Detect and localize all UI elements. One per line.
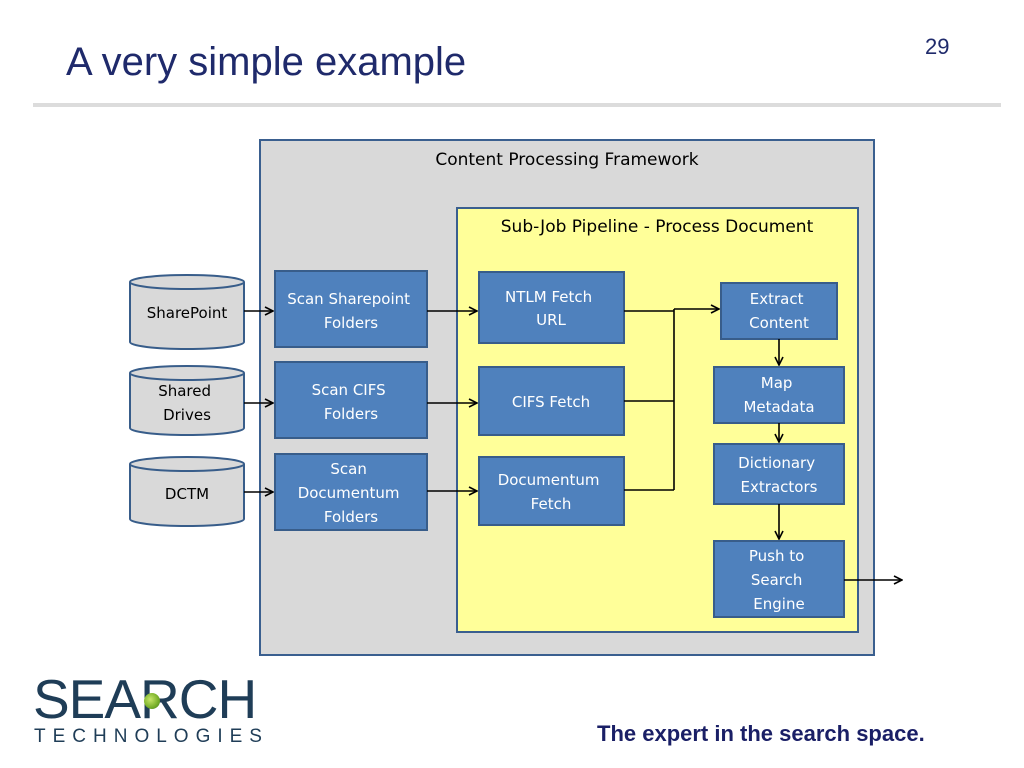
logo-subtitle: TECHNOLOGIES: [34, 726, 269, 747]
slide-title: A very simple example: [66, 40, 467, 84]
svg-text:Map Metadata: Map Metadata: [743, 374, 814, 416]
dictionary-extractors-box: Dictionary Extractors: [713, 443, 845, 505]
svg-text:Scan Sharepoint Folders: Scan Sharepoint Folders: [287, 290, 415, 332]
source-label: DCTM: [165, 485, 209, 503]
scan-documentum-box: Scan Documentum Folders: [274, 453, 428, 531]
svg-text:Extract Content: Extract Content: [749, 290, 809, 332]
scan-cifs-box: Scan CIFS Folders: [274, 361, 428, 439]
svg-text:NTLM Fetch URL: NTLM Fetch URL: [505, 288, 597, 329]
source-label: Shared Drives: [158, 382, 216, 424]
svg-text:Documentum Fetch: Documentum Fetch: [498, 471, 605, 513]
source-dctm: DCTM: [129, 456, 245, 527]
svg-text:Scan CIFS Folders: Scan CIFS Folders: [312, 381, 391, 423]
logo-dot-icon: [144, 693, 160, 709]
search-technologies-logo: SEARCH TECHNOLOGIES: [33, 672, 273, 752]
svg-text:Dictionary Extractors: Dictionary Extractors: [738, 454, 820, 496]
cifs-fetch-box: CIFS Fetch: [478, 366, 625, 436]
map-metadata-box: Map Metadata: [713, 366, 845, 424]
svg-text:CIFS Fetch: CIFS Fetch: [512, 393, 590, 411]
push-to-search-engine-box: Push to Search Engine: [713, 540, 845, 618]
scan-sharepoint-box: Scan Sharepoint Folders: [274, 270, 428, 348]
svg-text:Push to Search Eng: Push to Search Engine: [749, 547, 809, 613]
title-divider: [33, 103, 1001, 107]
tagline: The expert in the search space.: [597, 721, 925, 746]
svg-text:Scan Documentum Fo: Scan Documentum Folders: [298, 460, 405, 526]
source-shared-drives: Shared Drives: [129, 365, 245, 436]
extract-content-box: Extract Content: [720, 282, 838, 340]
source-sharepoint: SharePoint: [129, 274, 245, 350]
connectors: [244, 309, 902, 580]
ntlm-fetch-box: NTLM Fetch URL: [478, 271, 625, 344]
pipeline-label: Sub-Job Pipeline - Process Document: [501, 217, 814, 237]
source-label: SharePoint: [147, 304, 228, 322]
framework-label: Content Processing Framework: [435, 150, 698, 170]
page-number: 29: [925, 34, 950, 59]
documentum-fetch-box: Documentum Fetch: [478, 456, 625, 526]
